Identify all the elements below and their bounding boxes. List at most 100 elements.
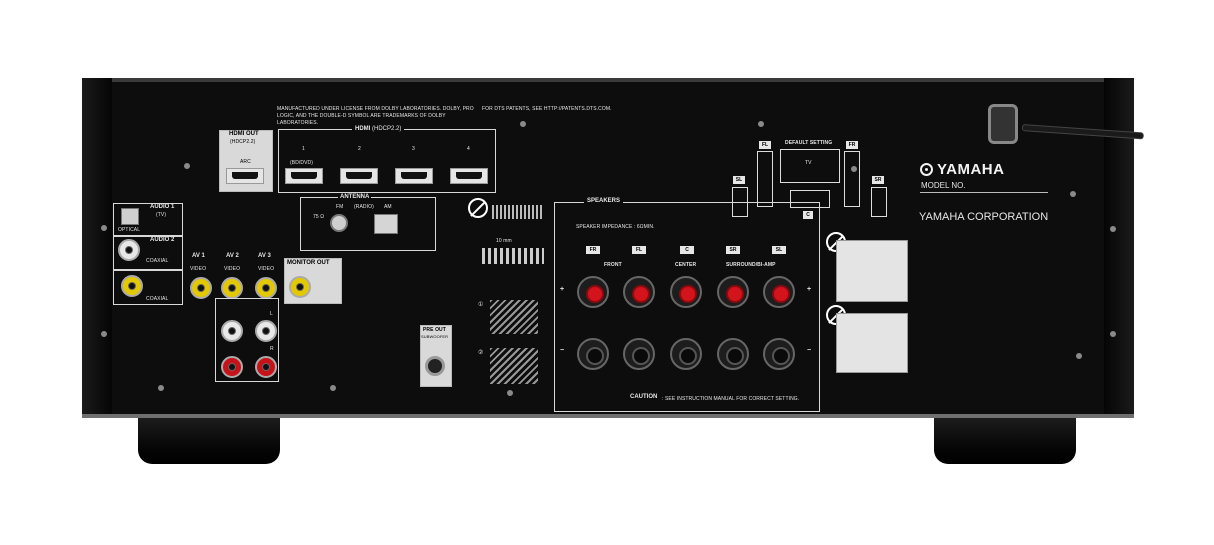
left-side-panel: [82, 78, 112, 418]
foot-left: [138, 418, 280, 464]
av1-video-label: VIDEO: [190, 266, 207, 272]
foot-right: [934, 418, 1076, 464]
av-audio-panel: [215, 298, 279, 382]
av3-audio-left-jack[interactable]: [255, 320, 277, 342]
power-cord-inlet: [988, 104, 1028, 148]
front-label: FRONT: [604, 262, 622, 268]
audio1-title: AUDIO 1: [150, 204, 175, 210]
antenna-fm-label: FM: [336, 204, 344, 210]
left-channel-label: L: [270, 311, 273, 317]
antenna-radio-label: (RADIO): [354, 204, 374, 210]
hdmi-in-4-port[interactable]: [450, 168, 488, 184]
wire-strands-icon: [492, 205, 544, 219]
audio1-sub: (TV): [156, 212, 167, 218]
stripped-wire-icon: [482, 248, 544, 264]
av2-audio-right-jack[interactable]: [221, 356, 243, 378]
fl-minus-terminal[interactable]: [623, 338, 655, 370]
strip-length-label: 10 mm: [496, 238, 512, 244]
sl-minus-terminal[interactable]: [763, 338, 795, 370]
optical-label: OPTICAL: [118, 227, 141, 233]
antenna-ohm-label: 75 Ω: [313, 214, 325, 220]
fl-speaker-badge: FL: [759, 141, 771, 149]
preout-title: PRE OUT: [423, 327, 446, 333]
coaxial2-label: COAXIAL: [146, 296, 169, 302]
sr-badge: SR: [726, 246, 740, 254]
fm-antenna-jack[interactable]: [330, 214, 348, 232]
yamaha-logo: YAMAHA: [920, 161, 1004, 178]
audio1-panel: [113, 203, 183, 237]
minus-left: −: [560, 347, 565, 354]
av3-label: AV 3: [258, 253, 271, 259]
plus-right: +: [807, 286, 812, 293]
screw: [184, 163, 190, 169]
av1-video-jack[interactable]: [190, 277, 212, 299]
screw: [1110, 226, 1116, 232]
audio2-left-jack[interactable]: [118, 239, 140, 261]
coaxial-panel: [113, 269, 183, 305]
sr-minus-terminal[interactable]: [717, 338, 749, 370]
av3-video-jack[interactable]: [255, 277, 277, 299]
brand-text: YAMAHA: [937, 161, 1005, 178]
audio2-title: AUDIO 2: [150, 237, 175, 243]
c-badge: C: [680, 246, 694, 254]
fl-badge: FL: [632, 246, 646, 254]
fr-badge: FR: [586, 246, 600, 254]
step1-label: ①: [478, 302, 484, 308]
av2-label: AV 2: [226, 253, 239, 259]
hdmi-in-sub: (HDCP2.2): [372, 126, 402, 132]
prohibited-icon: [468, 198, 488, 218]
fl-speaker-icon: [757, 151, 773, 207]
bottom-edge: [82, 414, 1134, 418]
av2-audio-left-jack[interactable]: [221, 320, 243, 342]
hdmi-out-title: HDMI OUT: [229, 131, 259, 137]
hdmi-out-port[interactable]: [226, 168, 264, 184]
c-plus-terminal[interactable]: [670, 276, 702, 308]
hdmi-in-2-port[interactable]: [340, 168, 378, 184]
surround-label: SURROUND/BI-AMP: [726, 262, 776, 268]
tv-label: TV: [805, 160, 812, 166]
sr-plus-terminal[interactable]: [717, 276, 749, 308]
c-speaker-badge: C: [803, 211, 813, 219]
sl-plus-terminal[interactable]: [763, 276, 795, 308]
speakers-panel: [554, 202, 820, 412]
fr-speaker-badge: FR: [846, 141, 858, 149]
coaxial-jack[interactable]: [121, 275, 143, 297]
monitor-out-jack[interactable]: [289, 276, 311, 298]
right-side-panel: [1104, 78, 1134, 418]
av2-video-jack[interactable]: [221, 277, 243, 299]
center-speaker-icon: [790, 190, 830, 208]
subwoofer-jack[interactable]: [425, 356, 445, 376]
fr-minus-terminal[interactable]: [577, 338, 609, 370]
caution-label: CAUTION: [630, 394, 658, 400]
sl-badge: SL: [772, 246, 786, 254]
coaxial-label: COAXIAL: [146, 258, 169, 264]
default-setting-title: DEFAULT SETTING: [785, 140, 833, 146]
model-label: MODEL NO.: [921, 181, 966, 190]
screw: [851, 166, 857, 172]
optical-port[interactable]: [121, 208, 139, 225]
screw: [1070, 191, 1076, 197]
c-minus-terminal[interactable]: [670, 338, 702, 370]
screw: [520, 121, 526, 127]
am-antenna-terminal[interactable]: [374, 214, 398, 234]
sl-speaker-badge: SL: [733, 176, 745, 184]
screw: [758, 121, 764, 127]
hdmi-in-3-num: 3: [412, 146, 415, 152]
fr-plus-terminal[interactable]: [577, 276, 609, 308]
screw: [101, 225, 107, 231]
fl-plus-terminal[interactable]: [623, 276, 655, 308]
screw: [1110, 331, 1116, 337]
av2-video-label: VIDEO: [224, 266, 241, 272]
insert-wire-icon: [490, 300, 538, 334]
fr-speaker-icon: [844, 151, 860, 207]
screw: [158, 385, 164, 391]
speaker-impedance: SPEAKER IMPEDANCE : 6ΩMIN.: [576, 224, 655, 230]
av3-audio-right-jack[interactable]: [255, 356, 277, 378]
corporation-label: YAMAHA CORPORATION: [919, 211, 1049, 223]
preout-sub: SUBWOOFER: [421, 334, 449, 339]
hdmi-in-3-port[interactable]: [395, 168, 433, 184]
hdmi-in-1-port[interactable]: [285, 168, 323, 184]
tv-icon: [780, 149, 840, 183]
model-divider: [920, 192, 1048, 193]
sl-speaker-icon: [732, 187, 748, 217]
